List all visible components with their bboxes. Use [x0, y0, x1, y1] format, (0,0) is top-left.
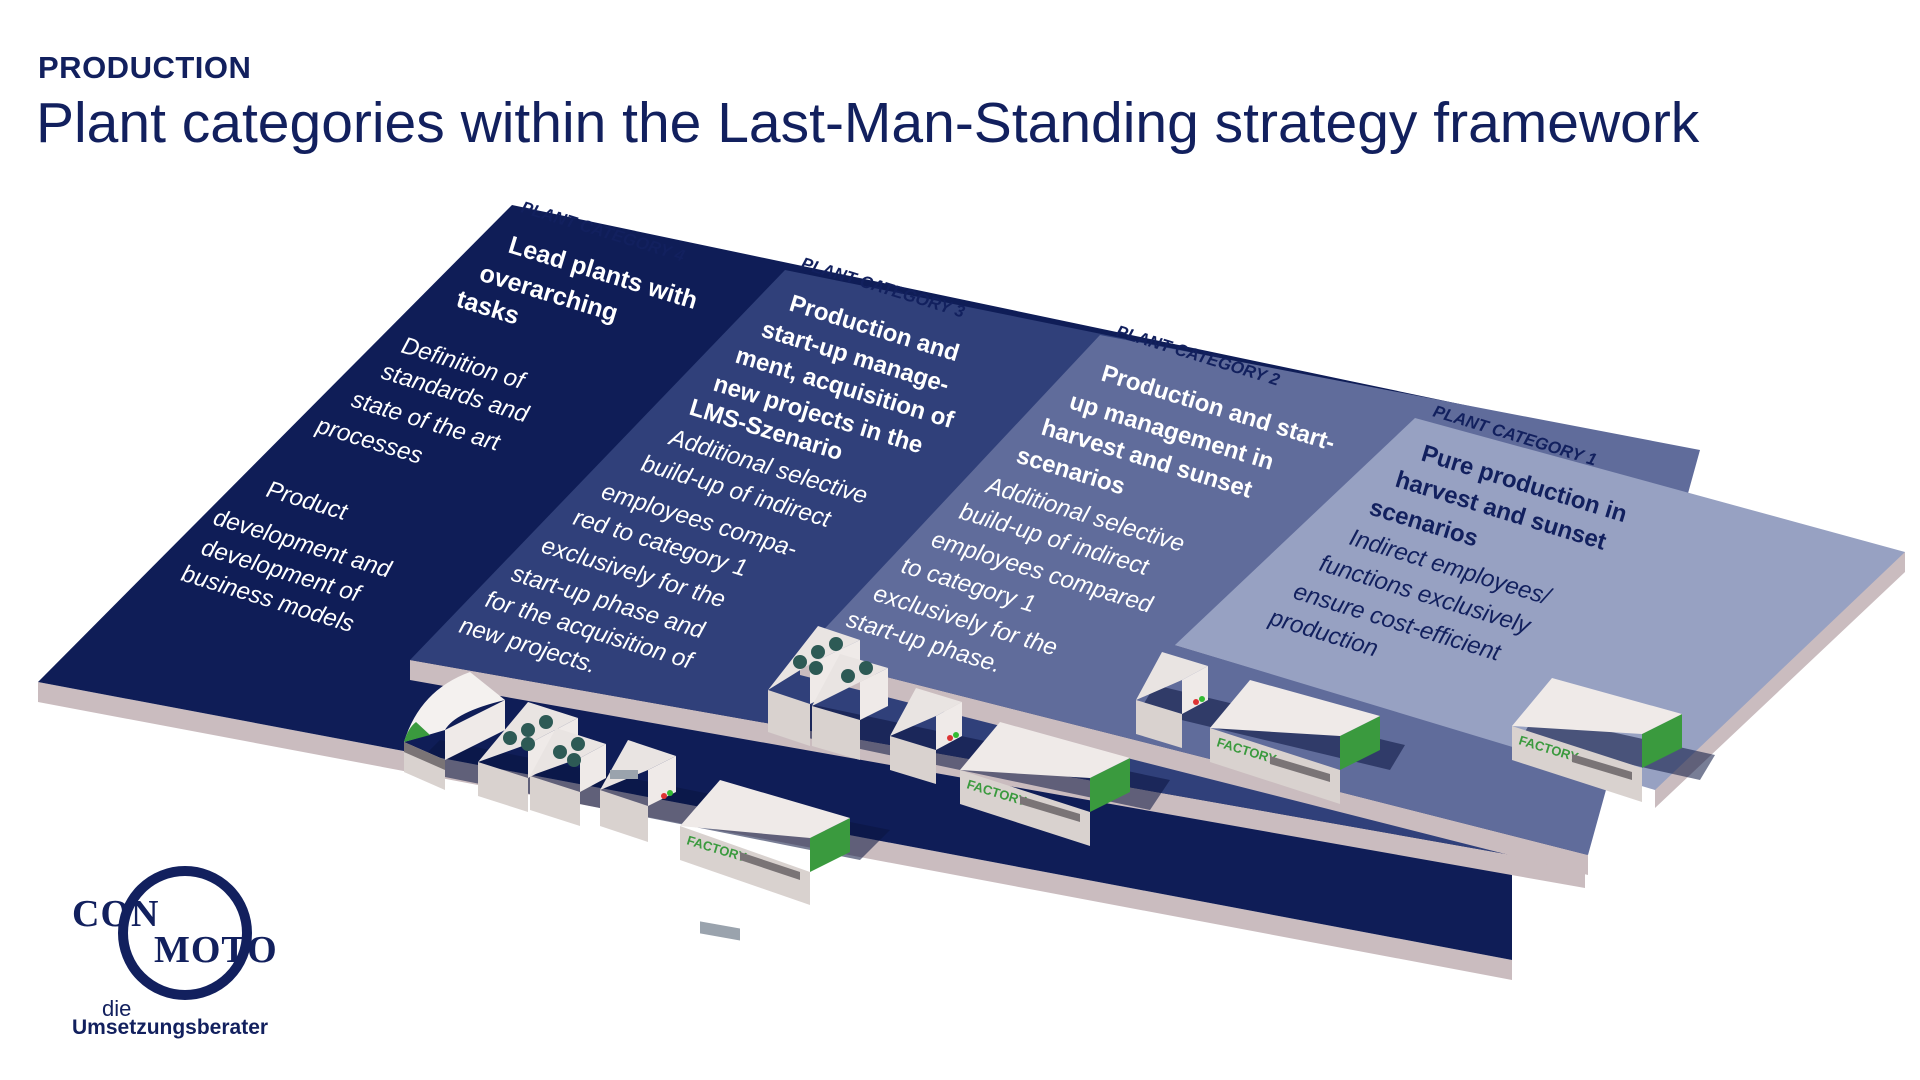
logo-tagline: Umsetzungsberater: [72, 1016, 269, 1039]
factory-building-icon: FACTORY: [1210, 680, 1380, 804]
hangar-building-icon: [404, 672, 505, 790]
factory-building-icon: FACTORY: [680, 780, 850, 941]
building-group-category-1: FACTORY: [1512, 678, 1682, 802]
logo-word-con: CON: [72, 893, 160, 935]
category-1-slab: [1175, 418, 1905, 808]
logo-ring-icon: [118, 866, 252, 1000]
logo-tagline-small: die: [102, 996, 132, 1021]
logo-word-moto: MOTO: [154, 929, 278, 971]
cooling-unit-building-icon: [812, 654, 888, 760]
cooling-unit-building-icon: [530, 728, 606, 826]
building-group-category-2: FACTORY: [1136, 652, 1380, 804]
office-building-icon: [890, 688, 962, 784]
building-group-category-4: FACTORY: [404, 672, 850, 941]
office-building-icon: [1136, 652, 1208, 748]
office-building-icon: [600, 740, 676, 842]
factory-building-icon: FACTORY: [960, 722, 1130, 846]
page-tag: PRODUCTION: [38, 50, 252, 85]
page-title: Plant categories within the Last-Man-Sta…: [36, 91, 1700, 155]
building-group-category-3: FACTORY: [768, 626, 1130, 846]
cooling-unit-building-icon: [768, 626, 860, 746]
factory-building-icon: FACTORY: [1512, 678, 1682, 802]
conmoto-logo: CON MOTO die Umsetzungsberater: [70, 858, 300, 1039]
